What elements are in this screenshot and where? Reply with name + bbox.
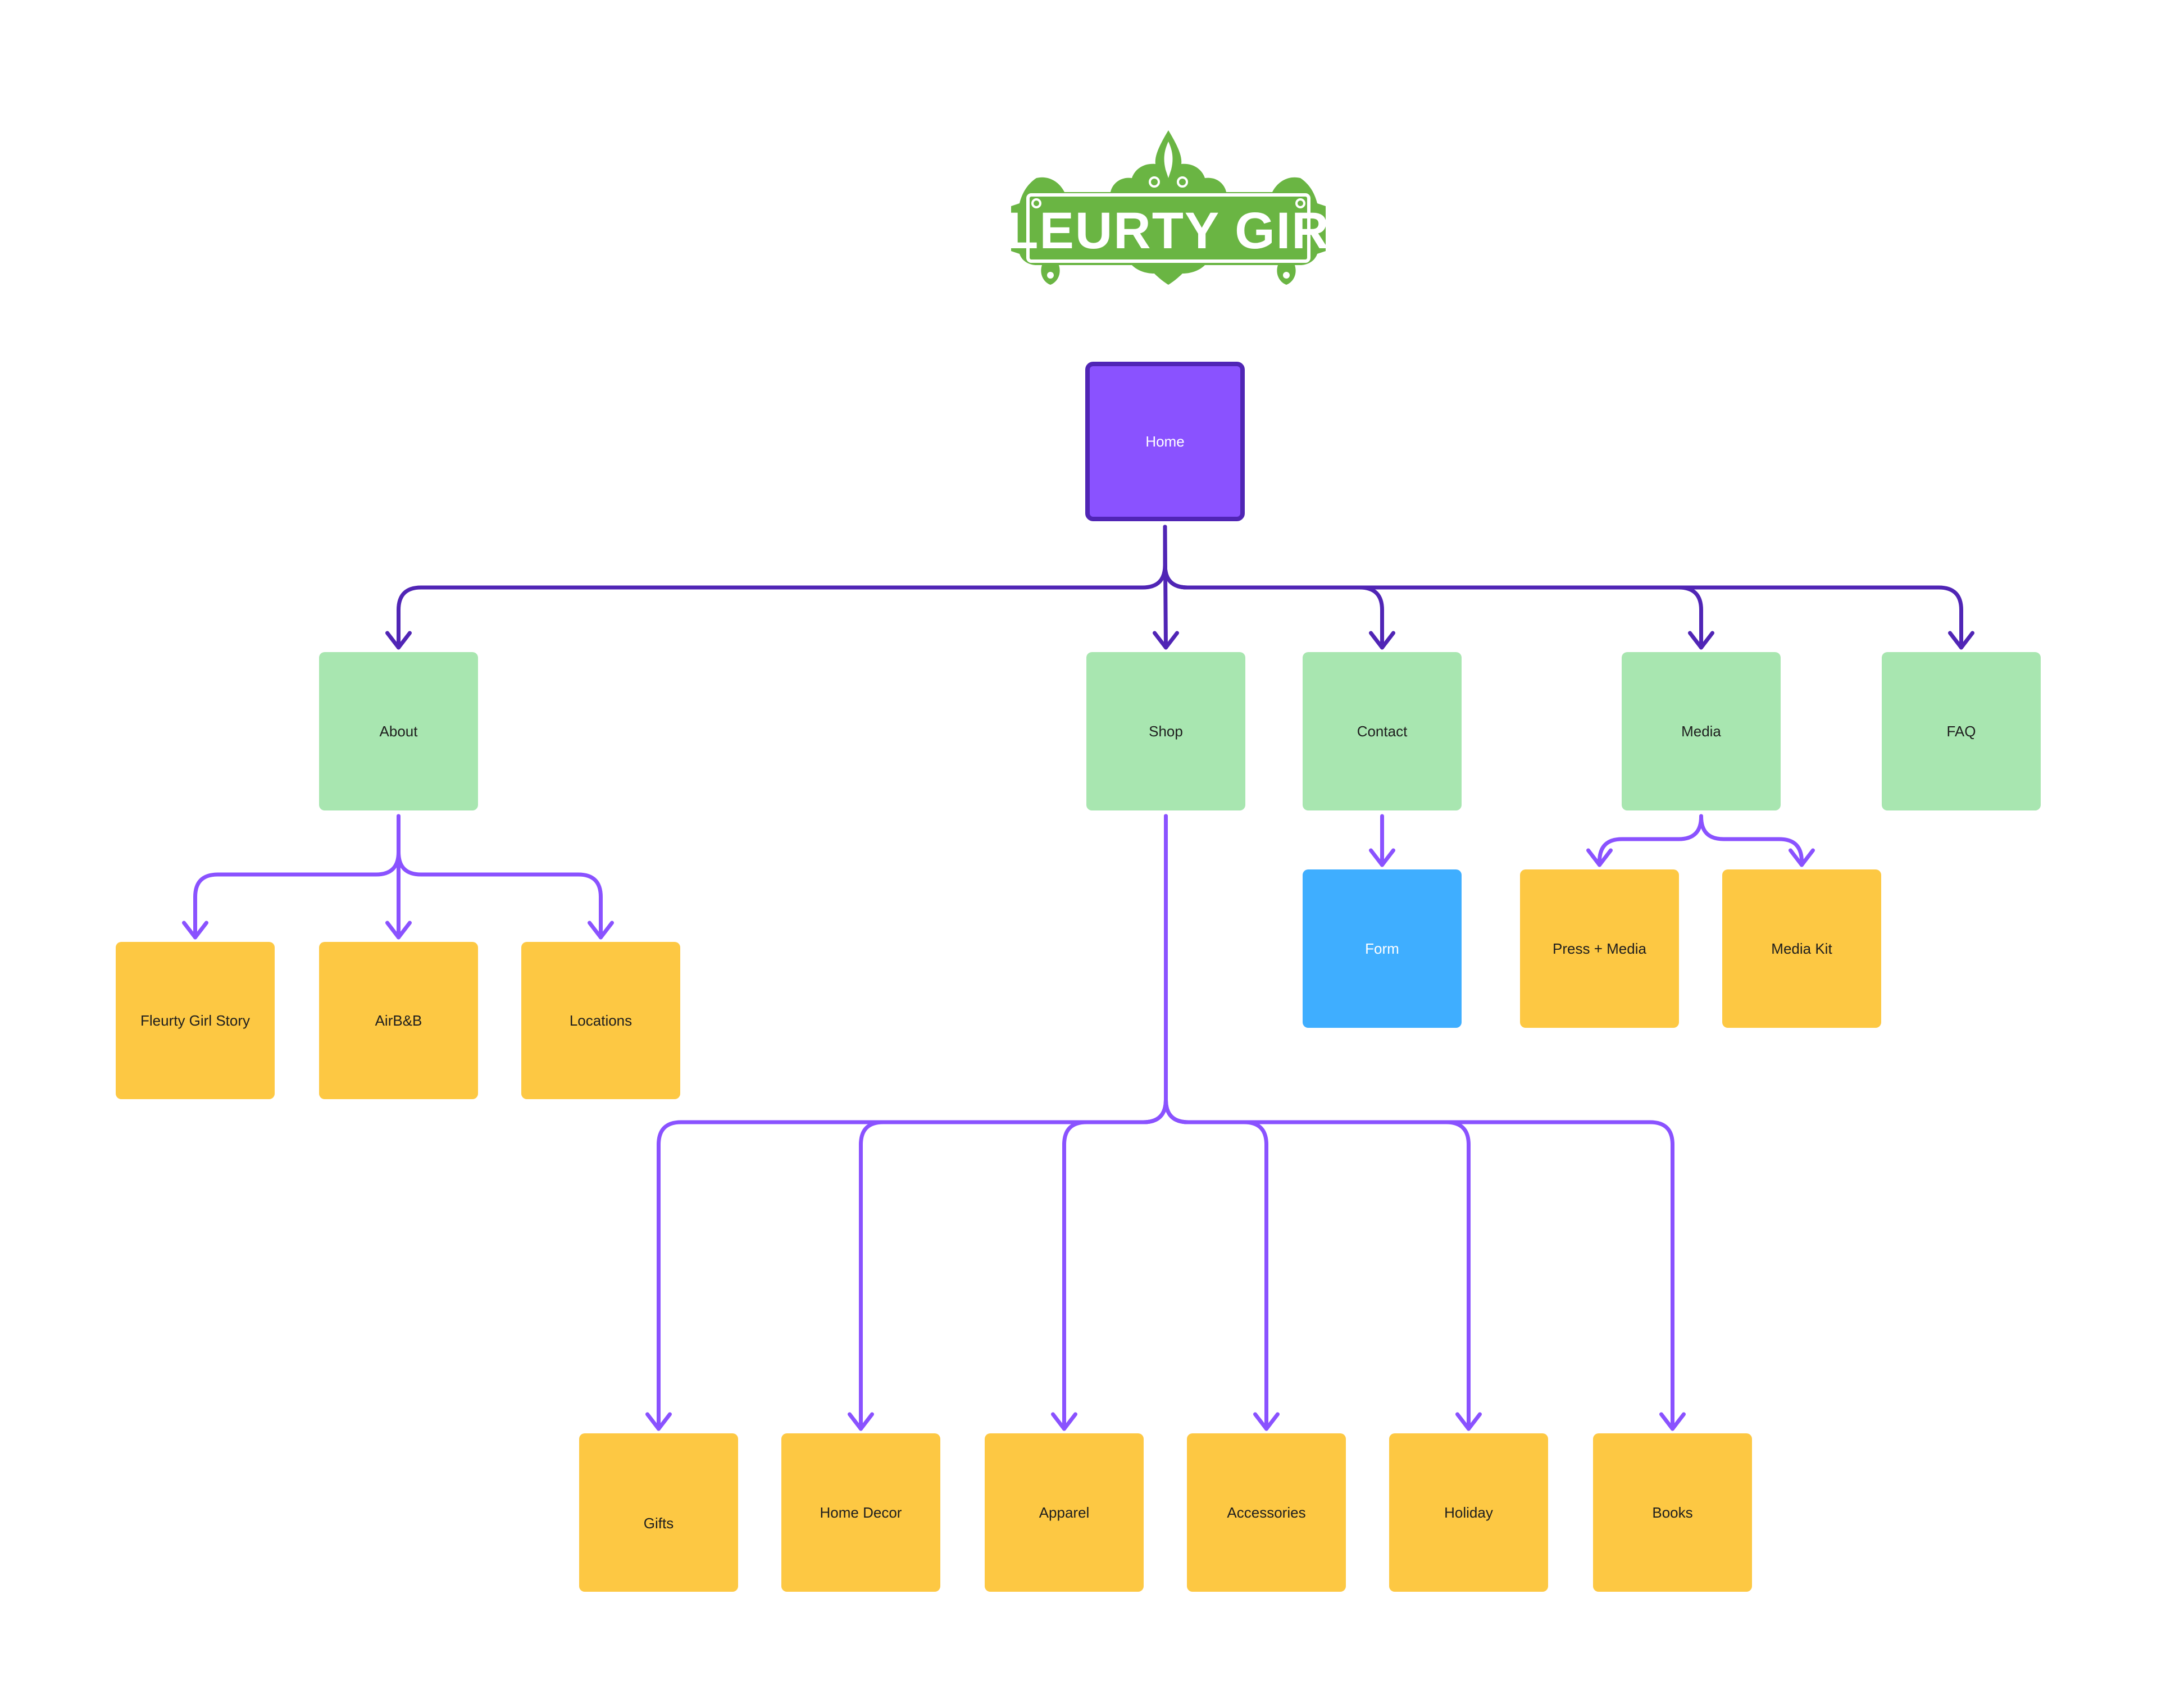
node-books[interactable]: Books <box>1593 1433 1752 1592</box>
node-label: Media Kit <box>1771 940 1832 957</box>
arrowhead-icon <box>1153 631 1179 650</box>
arrowhead-icon <box>1253 1412 1280 1431</box>
connector-media-media_kit <box>1699 814 1804 867</box>
connector-shop-apparel <box>1062 814 1168 1431</box>
node-label: About <box>379 722 418 740</box>
connector-about-fleurty_girl_story <box>193 814 401 940</box>
node-fleurty-girl-story[interactable]: Fleurty Girl Story <box>116 942 275 1099</box>
node-label: Contact <box>1357 722 1408 740</box>
arrowhead-icon <box>385 921 412 940</box>
node-media-kit[interactable]: Media Kit <box>1722 869 1881 1028</box>
arrowhead-icon <box>588 921 614 940</box>
node-label: Media <box>1681 722 1721 740</box>
logo-text: FLEURTY GIRL <box>1003 202 1334 259</box>
node-label: Apparel <box>1039 1504 1090 1521</box>
arrowhead-icon <box>1369 848 1395 867</box>
node-label: Fleurty Girl Story <box>140 1012 251 1029</box>
connector-home-faq <box>1163 525 1963 650</box>
arrowhead-icon <box>1789 848 1815 867</box>
node-airbnb[interactable]: AirB&B <box>319 942 478 1099</box>
node-label: Gifts <box>643 1514 674 1532</box>
arrowhead-icon <box>1586 848 1613 867</box>
arrowhead-icon <box>1369 631 1395 650</box>
node-accessories[interactable]: Accessories <box>1187 1433 1346 1592</box>
arrowhead-icon <box>182 921 208 940</box>
node-label: Holiday <box>1444 1504 1493 1521</box>
arrowhead-icon <box>385 631 412 650</box>
connector-media-press_media <box>1598 814 1703 867</box>
arrowhead-icon <box>1659 1412 1686 1431</box>
node-label: Press + Media <box>1553 940 1646 957</box>
node-label: Form <box>1365 940 1399 957</box>
node-label: FAQ <box>1946 722 1976 740</box>
logo-ornament-icon <box>1011 130 1326 285</box>
node-label: Home <box>1145 432 1185 450</box>
node-label: Books <box>1652 1504 1693 1521</box>
node-form[interactable]: Form <box>1303 869 1462 1028</box>
node-label: AirB&B <box>375 1012 422 1029</box>
node-about[interactable]: About <box>319 652 478 810</box>
node-shop[interactable]: Shop <box>1086 652 1245 810</box>
connector-about-locations <box>397 814 603 940</box>
arrowhead-icon <box>1455 1412 1482 1431</box>
node-label: Shop <box>1149 722 1183 740</box>
arrowhead-icon <box>1948 631 1974 650</box>
arrowhead-icon <box>848 1412 874 1431</box>
node-label: Locations <box>569 1012 632 1029</box>
node-media[interactable]: Media <box>1622 652 1781 810</box>
node-contact[interactable]: Contact <box>1303 652 1462 810</box>
connector-home-about <box>397 525 1167 650</box>
fleurty-girl-logo: FLEURTY GIRL <box>1003 130 1334 285</box>
node-faq[interactable]: FAQ <box>1882 652 2041 810</box>
node-press-media[interactable]: Press + Media <box>1520 869 1679 1028</box>
arrowhead-icon <box>1051 1412 1077 1431</box>
node-holiday[interactable]: Holiday <box>1389 1433 1548 1592</box>
node-label: Accessories <box>1227 1504 1306 1521</box>
logo-frame <box>1026 193 1310 263</box>
node-apparel[interactable]: Apparel <box>985 1433 1144 1592</box>
arrowhead-icon <box>1688 631 1714 650</box>
node-home-decor[interactable]: Home Decor <box>781 1433 940 1592</box>
connector-shop-books <box>1164 814 1674 1431</box>
node-gifts[interactable]: Gifts <box>579 1433 738 1592</box>
node-label: Home Decor <box>820 1504 902 1521</box>
node-locations[interactable]: Locations <box>521 942 680 1099</box>
arrowhead-icon <box>645 1412 672 1431</box>
node-home[interactable]: Home <box>1085 362 1245 521</box>
